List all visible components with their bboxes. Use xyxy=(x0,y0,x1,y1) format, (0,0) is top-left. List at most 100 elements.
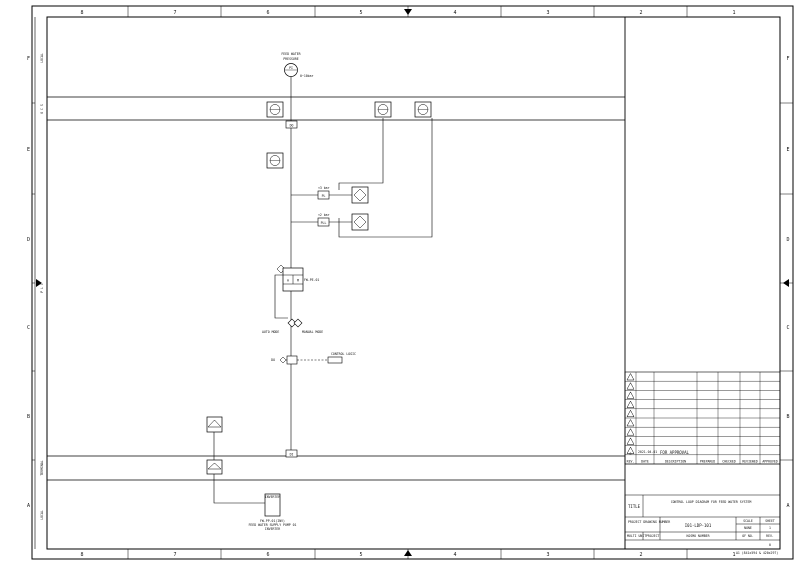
rev-row-description: FOR APPROVAL xyxy=(660,450,689,455)
revision-triangle-icon xyxy=(626,391,635,399)
control-logic-box xyxy=(327,356,343,364)
terminal-box xyxy=(285,449,298,458)
rev-row-date: 2021.04.01 xyxy=(638,450,657,454)
revision-triangle-icon xyxy=(626,437,635,445)
command-output: DO xyxy=(271,355,298,365)
drawing-number: I01-LDP-101 xyxy=(685,523,712,528)
row-label-right: B xyxy=(786,414,789,420)
sheet-value: 1 xyxy=(769,526,771,530)
alarm-low-tag: PL xyxy=(322,194,326,198)
alarm-lowlow-tag: PLL xyxy=(321,221,327,225)
col-label-bottom: 2 xyxy=(639,552,642,558)
drawing-title: CONTROL LOOP DIAGRAM FOR FEED WATER SYST… xyxy=(671,500,752,504)
revision-header: DESCRIPTION xyxy=(665,460,686,464)
alarm-lowlow-setpoint: <2 bar xyxy=(318,213,330,217)
revision-header: APPROVED xyxy=(762,460,777,464)
field-faceplate-lower xyxy=(206,459,223,475)
kosmo-number-label: KOSMO NUMBER xyxy=(686,534,709,538)
zone-label-terminal: TERMINAL xyxy=(40,460,44,475)
col-label-top: 2 xyxy=(639,10,642,16)
row-label-right: E xyxy=(786,147,789,153)
project-drawing-label: PROJECT DRAWING NUMBER xyxy=(628,520,670,524)
outer-border xyxy=(31,5,794,560)
pressure-indicator: PI FEED WATER PRESSURE 0~10bar xyxy=(281,52,313,78)
arrow-top-icon xyxy=(404,9,412,15)
revision-triangle-icon xyxy=(626,382,635,390)
col-label-top: 8 xyxy=(80,10,83,16)
sheet-size-footer: A1 (841x594 & 420x297) xyxy=(736,551,778,555)
pump-tag: FW-PP-01(INV) xyxy=(260,519,285,523)
zone-label-ocs: O C S xyxy=(40,104,44,114)
ocs-io-box xyxy=(285,120,298,129)
revision-header: CHECKED xyxy=(722,460,736,464)
alarm-lowlow-box xyxy=(317,217,330,227)
loop-wiring xyxy=(213,77,433,504)
ocs-faceplate-1 xyxy=(266,101,284,118)
col-label-bottom: 7 xyxy=(173,552,176,558)
pi-label-2: PRESSURE xyxy=(283,57,298,61)
row-label-right: A xyxy=(786,503,789,509)
row-label-left: B xyxy=(27,414,30,420)
alarm-low-box xyxy=(317,190,330,200)
row-label-left: D xyxy=(27,237,30,243)
motor-auto: A xyxy=(287,279,289,283)
zone-label-plc: P L C xyxy=(40,283,44,293)
plc-faceplate xyxy=(266,152,284,169)
row-label-left: E xyxy=(27,147,30,153)
zone-label-local-top: LOCAL xyxy=(40,53,44,63)
control-logic-label: CONTROL LOGIC xyxy=(331,352,356,356)
ocs-faceplate-2 xyxy=(374,101,392,118)
row-label-right: C xyxy=(786,325,789,331)
col-label-top: 6 xyxy=(266,10,269,16)
project-label: PROJECT xyxy=(646,534,660,538)
col-label-bottom: 3 xyxy=(546,552,549,558)
field-faceplate-upper xyxy=(206,416,223,433)
col-label-top: 4 xyxy=(453,10,456,16)
motor-manual: M xyxy=(297,279,299,283)
rev-value: 0 xyxy=(769,543,771,547)
pump-description: FEED WATER SUPPLY PUMP 01 xyxy=(249,523,297,527)
revision-triangle-icon xyxy=(626,428,635,436)
inverter-label: INVERTER xyxy=(265,495,280,499)
ocs-io-box-label: DO xyxy=(290,124,294,128)
revision-header: REV. xyxy=(627,460,635,464)
auto-mode-label: AUTO MODE xyxy=(262,330,279,334)
col-label-bottom: 4 xyxy=(453,552,456,558)
alarm-low-display xyxy=(351,186,369,204)
revision-triangle-icon xyxy=(626,409,635,418)
pi-tag: PI xyxy=(289,66,293,70)
col-label-top: 5 xyxy=(359,10,362,16)
pi-range: 0~10bar xyxy=(300,74,314,78)
revision-triangle-icon xyxy=(626,372,635,381)
col-label-top: 1 xyxy=(732,10,735,16)
col-label-bottom: 1 xyxy=(732,552,735,558)
scale-label: SCALE xyxy=(743,519,753,523)
row-label-right: D xyxy=(786,237,789,243)
rev-row-number: 0 xyxy=(630,452,632,456)
of-no-label: OF NO. xyxy=(742,534,754,538)
motor-control-block: A M xyxy=(276,264,304,292)
alarm-low-setpoint: <3 bar xyxy=(318,186,330,190)
rev-label: REV. xyxy=(766,534,774,538)
revision-header: REVIEWED xyxy=(742,460,757,464)
zone-label-local-bottom: LOCAL xyxy=(40,510,44,520)
revision-triangle-icon xyxy=(626,418,635,427)
multi-unit-label: MULTI UNIT xyxy=(627,534,646,538)
revision-triangle-icon xyxy=(626,446,635,454)
arrow-left-icon xyxy=(36,279,42,287)
sheet-label: SHEET xyxy=(765,519,775,523)
mode-selector xyxy=(287,318,303,328)
inverter-box xyxy=(264,493,281,517)
col-label-bottom: 6 xyxy=(266,552,269,558)
title-block xyxy=(624,494,781,550)
row-label-left: C xyxy=(27,325,30,331)
revision-table xyxy=(624,371,781,465)
pi-label-1: FEED WATER xyxy=(281,52,300,56)
col-label-bottom: 5 xyxy=(359,552,362,558)
title-label: TITLE xyxy=(628,504,641,509)
arrow-bottom-icon xyxy=(404,550,412,556)
row-label-left: A xyxy=(27,503,30,509)
alarm-lowlow-display xyxy=(351,213,369,231)
